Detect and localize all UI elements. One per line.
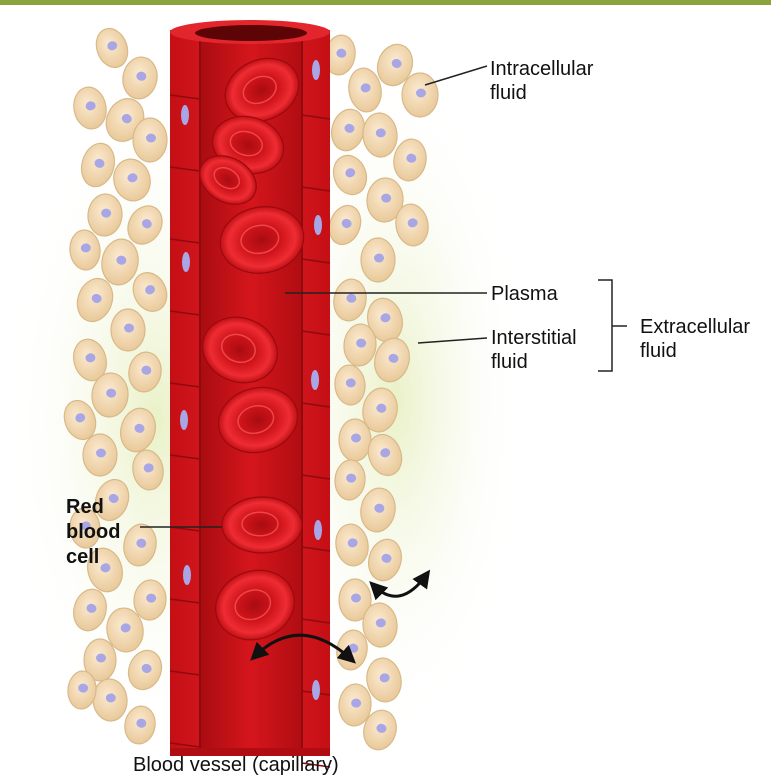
cell-nucleus [124,324,134,333]
cell-nucleus [374,254,384,263]
label-extracellular-fluid: Extracellular fluid [640,315,750,363]
endothelial-nucleus [182,252,190,272]
endothelial-nucleus [311,370,319,390]
tissue-cell [339,419,371,461]
tissue-cell [402,73,438,117]
endothelial-nucleus [180,410,188,430]
extracellular-bracket [598,280,627,371]
endothelial-nucleus [314,520,322,540]
endothelial-nucleus [181,105,189,125]
vessel-opening [195,25,307,41]
top-rule [0,0,771,5]
tissue-cell [111,309,145,351]
tissue-cell [91,24,133,72]
blood-vessel [170,20,330,767]
cell-nucleus [351,594,361,603]
cell-nucleus [96,449,106,458]
tissue-cell [133,118,167,162]
cell-nucleus [96,654,106,663]
label-red-blood-cell: Red blood cell [66,495,120,570]
label-intracellular-fluid: Intracellular fluid [490,57,593,105]
label-blood-vessel: Blood vessel (capillary) [133,753,339,777]
cell-nucleus [351,434,361,443]
leader-intracellular [425,66,487,85]
endothelial-nucleus [312,680,320,700]
label-interstitial-fluid: Interstitial fluid [491,326,577,374]
cell-nucleus [146,134,156,143]
endothelial-nucleus [314,215,322,235]
tissue-cell [83,434,117,476]
label-plasma: Plasma [491,282,558,306]
cell-nucleus [416,89,426,98]
endothelial-nucleus [183,565,191,585]
red-blood-cell [222,497,302,553]
tissue-cell [361,238,395,282]
endothelial-nucleus [312,60,320,80]
